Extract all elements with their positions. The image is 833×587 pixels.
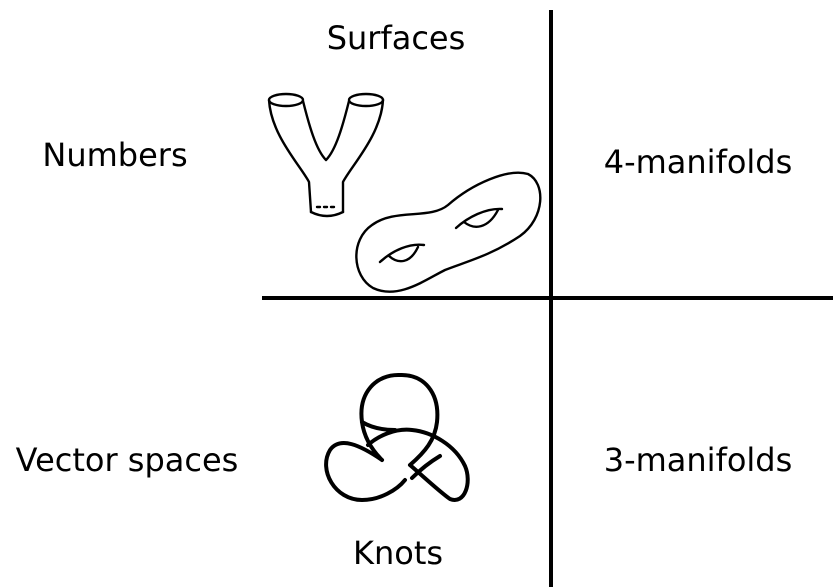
pair-of-pants-surface-icon bbox=[269, 94, 383, 216]
label-knots: Knots bbox=[353, 537, 443, 569]
label-surfaces: Surfaces bbox=[327, 22, 466, 54]
label-numbers: Numbers bbox=[42, 139, 187, 171]
trefoil-knot-icon bbox=[326, 375, 468, 500]
label-4-manifolds: 4-manifolds bbox=[604, 146, 793, 178]
label-vector-spaces: Vector spaces bbox=[16, 444, 239, 476]
genus-two-surface-icon bbox=[356, 173, 540, 292]
label-3-manifolds: 3-manifolds bbox=[604, 444, 793, 476]
